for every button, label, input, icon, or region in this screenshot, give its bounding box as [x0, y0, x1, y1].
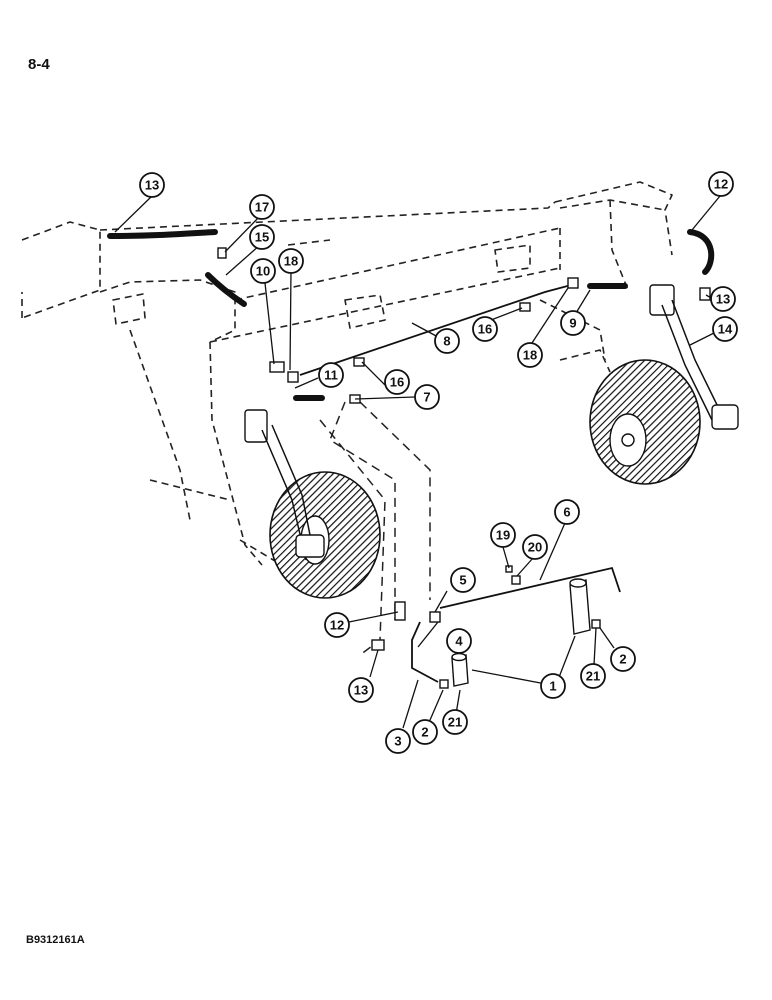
callout-16-left: 16 — [384, 369, 410, 395]
callout-17: 17 — [249, 194, 275, 220]
svg-text:19: 19 — [496, 528, 510, 543]
callout-4: 4 — [446, 628, 472, 654]
callout-20: 20 — [522, 534, 548, 560]
svg-text:21: 21 — [448, 715, 462, 730]
callout-5: 5 — [450, 567, 476, 593]
callout-21-lower: 21 — [442, 709, 468, 735]
callout-3: 3 — [385, 728, 411, 754]
callout-15: 15 — [249, 224, 275, 250]
callout-6: 6 — [554, 499, 580, 525]
svg-text:13: 13 — [354, 683, 368, 698]
svg-text:18: 18 — [523, 348, 537, 363]
callout-2-right: 2 — [610, 646, 636, 672]
svg-text:8: 8 — [443, 334, 450, 349]
svg-text:3: 3 — [394, 734, 401, 749]
callout-18-right: 18 — [517, 342, 543, 368]
callout-1: 1 — [540, 673, 566, 699]
callout-12-top-right: 12 — [708, 171, 734, 197]
page-number: 8-4 — [28, 56, 50, 73]
svg-text:4: 4 — [455, 634, 463, 649]
svg-text:15: 15 — [255, 230, 269, 245]
callout-13-lower: 13 — [348, 677, 374, 703]
callout-14: 14 — [712, 316, 738, 342]
callout-10: 10 — [250, 258, 276, 284]
svg-text:21: 21 — [586, 669, 600, 684]
callout-11: 11 — [318, 362, 344, 388]
svg-text:20: 20 — [528, 540, 542, 555]
callout-7: 7 — [414, 384, 440, 410]
callout-8: 8 — [434, 328, 460, 354]
callout-19: 19 — [490, 522, 516, 548]
callout-13-top-left: 13 — [139, 172, 165, 198]
left-wheel — [269, 471, 381, 599]
hidden-hose-route — [319, 401, 431, 656]
svg-text:13: 13 — [145, 178, 159, 193]
small-parts — [217, 247, 711, 689]
svg-text:16: 16 — [478, 322, 492, 337]
leader-lines — [114, 195, 721, 729]
svg-text:17: 17 — [255, 200, 269, 215]
callout-13-right: 13 — [710, 286, 736, 312]
callout-12-lower: 12 — [324, 612, 350, 638]
svg-text:2: 2 — [421, 725, 428, 740]
callout-16-right: 16 — [472, 316, 498, 342]
figure-code: B9312161A — [26, 934, 85, 946]
svg-text:6: 6 — [563, 505, 570, 520]
svg-text:13: 13 — [716, 292, 730, 307]
svg-text:18: 18 — [284, 254, 298, 269]
hydraulic-tubes — [299, 283, 621, 683]
callout-9: 9 — [560, 310, 586, 336]
svg-text:10: 10 — [256, 264, 270, 279]
svg-text:12: 12 — [714, 177, 728, 192]
hydraulic-hoses — [107, 229, 715, 401]
svg-text:5: 5 — [459, 573, 466, 588]
svg-text:7: 7 — [423, 390, 430, 405]
callout-21-right: 21 — [580, 663, 606, 689]
svg-text:9: 9 — [569, 316, 576, 331]
left-lift-cylinder — [244, 409, 325, 561]
svg-text:2: 2 — [619, 652, 626, 667]
callout-18-left: 18 — [278, 248, 304, 274]
svg-text:14: 14 — [718, 322, 733, 337]
svg-text:11: 11 — [324, 368, 338, 383]
svg-text:16: 16 — [390, 375, 404, 390]
callouts: 13 17 15 10 18 11 16 7 8 16 18 9 12 13 1… — [139, 171, 738, 754]
svg-text:1: 1 — [549, 679, 556, 694]
right-wheel — [589, 359, 701, 485]
svg-text:12: 12 — [330, 618, 344, 633]
right-lift-cylinder — [649, 284, 739, 430]
callout-2-lower: 2 — [412, 719, 438, 745]
